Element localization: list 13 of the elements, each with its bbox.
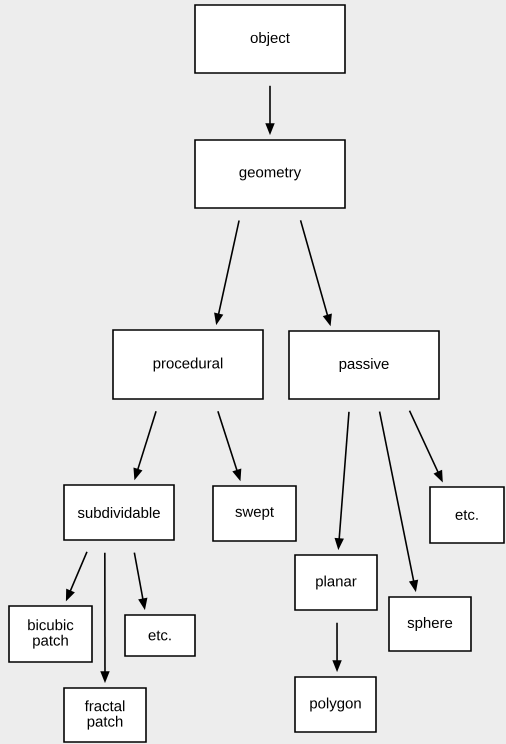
box: passive (288, 330, 440, 400)
box: subdividable (63, 484, 175, 541)
box: object (194, 4, 346, 74)
box: fractal patch (63, 687, 147, 743)
box: sphere (388, 596, 472, 652)
box: procedural (112, 329, 264, 400)
box: bicubic patch (8, 605, 93, 663)
box: planar (294, 554, 378, 611)
box: polygon (294, 676, 377, 733)
box: swept (212, 485, 297, 542)
box: etc. (124, 614, 196, 657)
box: etc. (429, 486, 505, 544)
box: geometry (194, 139, 346, 209)
